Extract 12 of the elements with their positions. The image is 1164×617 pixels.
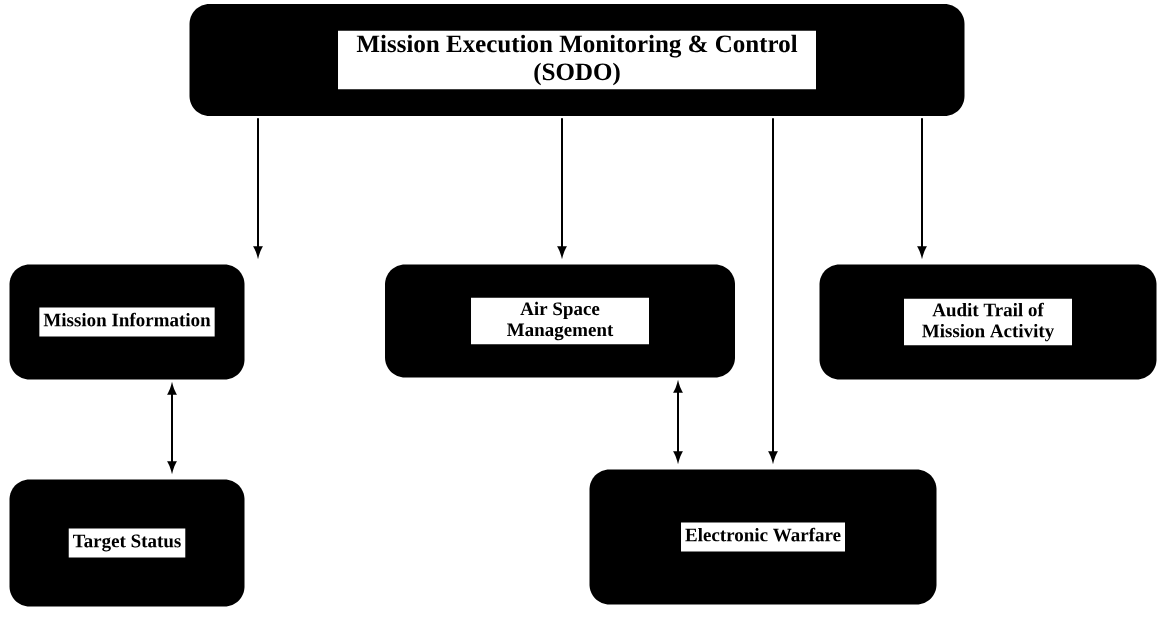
title-box: Mission Execution Monitoring & Control (SODO) xyxy=(189,4,965,116)
arrow xyxy=(768,117,778,462)
arrow xyxy=(557,117,567,257)
arrow xyxy=(673,382,683,462)
process-box: Mission Information xyxy=(9,264,245,380)
process-box: Target Status xyxy=(9,479,245,607)
arrow xyxy=(167,384,177,472)
arrow xyxy=(253,117,263,257)
arrow xyxy=(917,117,927,257)
process-box: Electronic Warfare xyxy=(589,469,937,605)
process-box: Audit Trail of Mission Activity xyxy=(819,264,1157,380)
process-box: Air Space Management xyxy=(385,264,735,378)
